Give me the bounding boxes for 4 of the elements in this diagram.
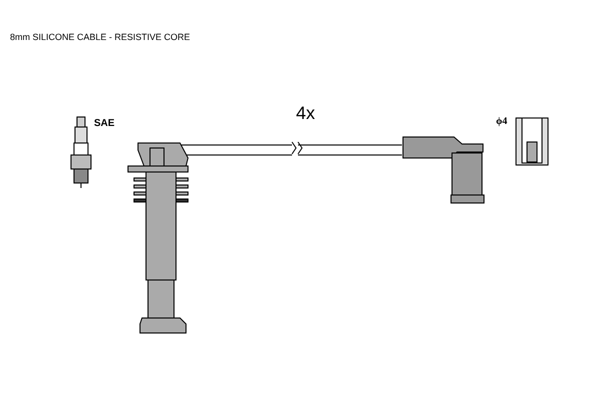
quantity-label: 4x bbox=[296, 103, 316, 124]
plug-standard-label: SAE bbox=[94, 118, 115, 129]
diameter-label: ϕ4 bbox=[496, 116, 508, 127]
cable-spec-text: 8mm SILICONE CABLE - RESISTIVE CORE bbox=[10, 32, 190, 42]
